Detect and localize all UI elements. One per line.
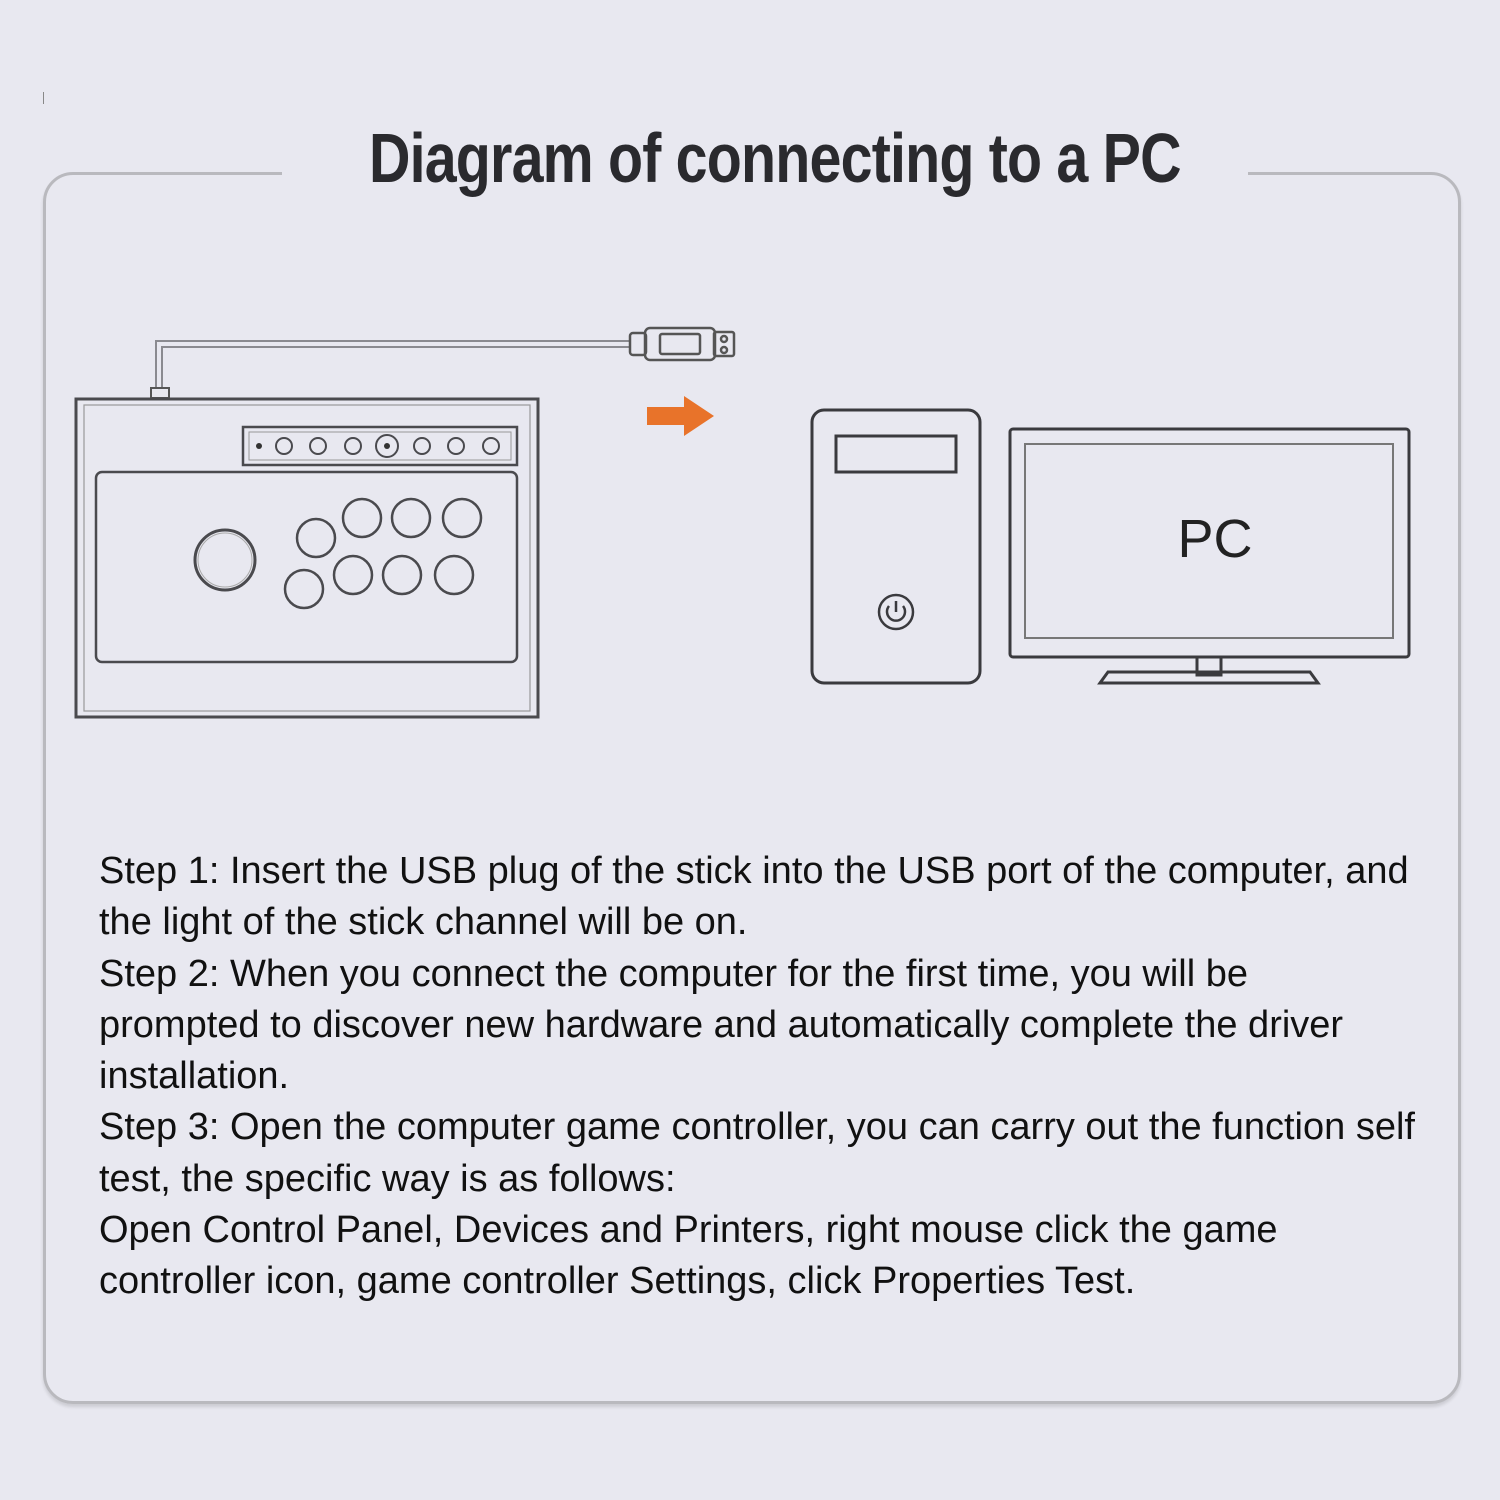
step-3-detail-text: Open Control Panel, Devices and Printers…: [99, 1209, 1278, 1303]
connection-diagram: [74, 326, 1411, 719]
title-background: [282, 120, 1248, 210]
step-1-text: Step 1: Insert the USB plug of the stick…: [99, 850, 1409, 944]
usb-cable: [155, 340, 630, 392]
step-2-text: Step 2: When you connect the computer fo…: [99, 952, 1344, 1098]
cable-strain-relief: [150, 387, 170, 399]
page-title: Diagram of connecting to a PC: [368, 119, 1182, 197]
arrow-right-icon: [647, 396, 714, 436]
instructions: Step 1: Insert the USB plug of the stick…: [99, 846, 1419, 1308]
step-3-text: Step 3: Open the computer game controlle…: [99, 1106, 1415, 1200]
usb-plug-icon: [628, 326, 736, 362]
arcade-stick-icon: [74, 397, 540, 719]
monitor-icon: [1008, 427, 1411, 685]
pc-screen-label: PC: [1177, 509, 1253, 569]
corner-mark: [43, 92, 44, 104]
pc-tower-icon: [810, 408, 982, 685]
